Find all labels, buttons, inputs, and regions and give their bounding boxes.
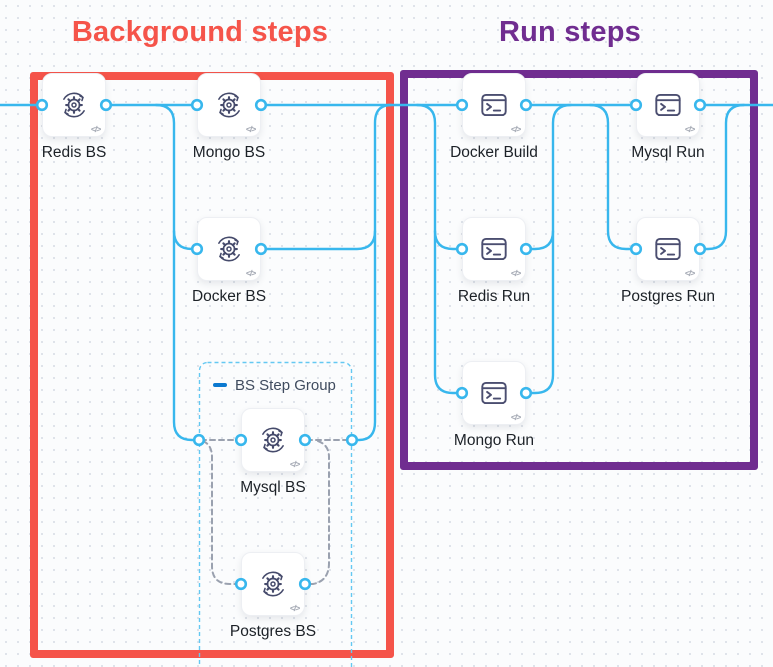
code-badge-icon: </>	[245, 124, 256, 134]
node-docker-bs[interactable]: </>	[197, 217, 261, 281]
background-sync-gear-icon	[261, 571, 285, 597]
node-redis-bs[interactable]: </>	[42, 73, 106, 137]
terminal-icon	[655, 237, 681, 261]
node-label: Mongo Run	[453, 432, 535, 449]
node-label: Mysql Run	[631, 144, 705, 161]
node-mysql-run[interactable]: </>	[636, 73, 700, 137]
node-label: Postgres BS	[229, 623, 317, 640]
background-sync-gear-icon	[217, 236, 241, 262]
node-label: Postgres Run	[621, 288, 715, 305]
code-badge-icon: </>	[90, 124, 101, 134]
node-label: Mysql BS	[240, 479, 306, 496]
run-steps-frame	[400, 70, 758, 470]
node-postgres-bs[interactable]: </>	[241, 552, 305, 616]
code-badge-icon: </>	[684, 268, 695, 278]
background-steps-title: Background steps	[71, 16, 329, 48]
code-badge-icon: </>	[289, 603, 300, 613]
code-badge-icon: </>	[684, 124, 695, 134]
run-steps-title: Run steps	[499, 16, 641, 48]
node-label: Docker BS	[191, 288, 267, 305]
node-label: Redis Run	[457, 288, 531, 305]
node-redis-run[interactable]: </>	[462, 217, 526, 281]
code-badge-icon: </>	[510, 124, 521, 134]
node-label: Mongo BS	[192, 144, 266, 161]
background-sync-gear-icon	[261, 427, 285, 453]
terminal-icon	[481, 237, 507, 261]
node-mysql-bs[interactable]: </>	[241, 408, 305, 472]
background-sync-gear-icon	[62, 92, 86, 118]
background-sync-gear-icon	[217, 92, 241, 118]
node-label: Docker Build	[450, 144, 538, 161]
step-group-label: BS Step Group	[235, 376, 336, 394]
terminal-icon	[481, 93, 507, 117]
code-badge-icon: </>	[510, 412, 521, 422]
step-group-header: BS Step Group	[199, 362, 351, 396]
node-label: Redis BS	[41, 144, 107, 161]
terminal-icon	[655, 93, 681, 117]
node-mongo-run[interactable]: </>	[462, 361, 526, 425]
terminal-icon	[481, 381, 507, 405]
node-docker-build[interactable]: </>	[462, 73, 526, 137]
code-badge-icon: </>	[289, 459, 300, 469]
collapse-minus-icon[interactable]	[213, 383, 227, 387]
code-badge-icon: </>	[510, 268, 521, 278]
node-mongo-bs[interactable]: </>	[197, 73, 261, 137]
code-badge-icon: </>	[245, 268, 256, 278]
node-postgres-run[interactable]: </>	[636, 217, 700, 281]
